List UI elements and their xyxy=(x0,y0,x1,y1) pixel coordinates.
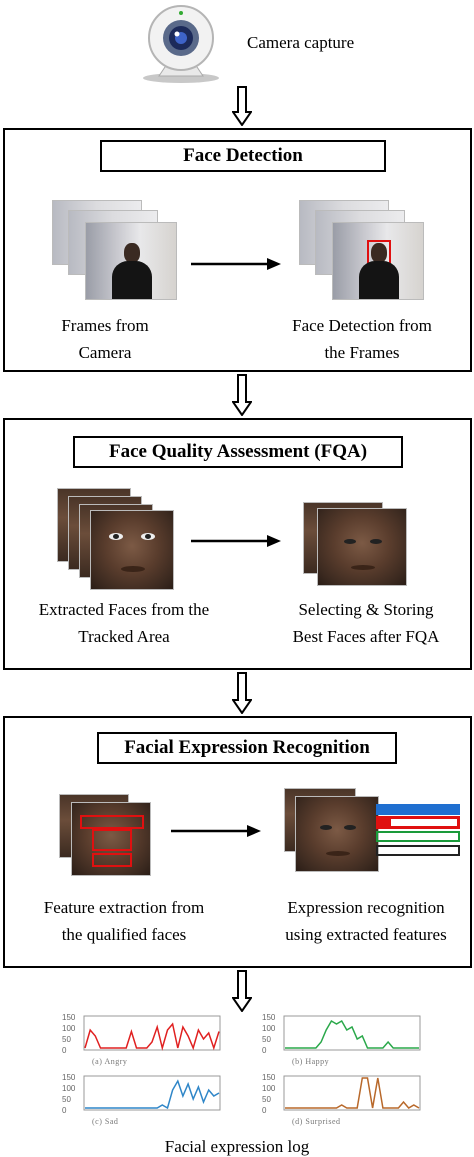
face-detection-title: Face Detection xyxy=(100,140,386,172)
recognition-caption: Expression recognition using extracted f… xyxy=(285,898,447,944)
expression-chart: 150 100 50 0 xyxy=(62,1014,221,1055)
right-arrow-icon xyxy=(191,535,281,547)
y-tick-label: 100 xyxy=(62,1084,76,1093)
expression-chart: 150 100 50 0 xyxy=(62,1074,221,1115)
bar-red xyxy=(376,816,460,829)
y-tick-label: 100 xyxy=(262,1084,276,1093)
y-tick-label: 100 xyxy=(262,1024,276,1033)
bar-black xyxy=(376,845,460,856)
expression-series-line xyxy=(285,1077,420,1109)
face-detection-panel: Face Detection Frames from Camera Face D… xyxy=(3,128,472,372)
expression-series-line xyxy=(285,1019,419,1049)
extracted-caption: Extracted Faces from the Tracked Area xyxy=(38,600,210,646)
feature-caption: Feature extraction from the qualified fa… xyxy=(43,898,205,944)
camera-label: Camera capture xyxy=(247,33,355,52)
expression-chart: 150 100 50 0 xyxy=(262,1014,421,1055)
fqa-title: Face Quality Assessment (FQA) xyxy=(73,436,403,468)
bar-green xyxy=(376,831,460,842)
bar-blue xyxy=(376,804,460,815)
detected-frame-front xyxy=(332,222,424,300)
log-title: Facial expression log xyxy=(164,1137,310,1156)
chart-frame xyxy=(83,1015,221,1051)
expression-series-line xyxy=(85,1079,220,1110)
extracted-face-front xyxy=(90,510,174,590)
best-faces-caption: Selecting & Storing Best Faces after FQA xyxy=(292,600,440,646)
frames-caption: Frames from Camera xyxy=(61,316,149,362)
webcam-icon xyxy=(133,4,229,84)
down-arrow-icon xyxy=(232,374,252,416)
detection-caption: Face Detection from the Frames xyxy=(292,316,432,362)
chart-frame xyxy=(83,1075,221,1111)
y-tick-label: 150 xyxy=(262,1074,276,1082)
expression-series-line xyxy=(84,1022,220,1051)
right-arrow-icon xyxy=(171,825,261,837)
y-tick-label: 50 xyxy=(262,1035,271,1044)
chart-caption: (b) Happy xyxy=(292,1057,330,1066)
y-tick-label: 50 xyxy=(62,1035,71,1044)
camera-frame-front xyxy=(85,222,177,300)
chart-frame xyxy=(283,1075,421,1111)
y-tick-label: 0 xyxy=(62,1106,67,1115)
fqa-panel: Face Quality Assessment (FQA) Extracted … xyxy=(3,418,472,670)
y-tick-label: 0 xyxy=(262,1046,267,1055)
fer-panel: Facial Expression Recognition Feature ex… xyxy=(3,716,472,968)
expression-chart: 150 100 50 0 xyxy=(262,1074,421,1115)
down-arrow-icon xyxy=(232,672,252,714)
y-tick-label: 100 xyxy=(62,1024,76,1033)
y-tick-label: 0 xyxy=(62,1046,67,1055)
y-tick-label: 150 xyxy=(262,1014,276,1022)
chart-caption: (c) Sad xyxy=(92,1117,119,1126)
chart-frame xyxy=(283,1015,421,1051)
chart-caption: (a) Angry xyxy=(92,1057,128,1066)
best-face-front xyxy=(317,508,407,586)
mouth-region-box xyxy=(92,853,132,867)
eye-region-box xyxy=(80,815,144,829)
y-tick-label: 0 xyxy=(262,1106,267,1115)
y-tick-label: 50 xyxy=(62,1095,71,1104)
fer-title: Facial Expression Recognition xyxy=(97,732,397,764)
right-arrow-icon xyxy=(191,258,281,270)
y-tick-label: 150 xyxy=(62,1074,76,1082)
recognition-face-front xyxy=(295,796,379,872)
down-arrow-icon xyxy=(232,86,252,126)
nose-region-box xyxy=(92,829,132,851)
feature-face-front xyxy=(71,802,151,876)
chart-caption: (d) Surprised xyxy=(292,1117,341,1126)
y-tick-label: 150 xyxy=(62,1014,76,1022)
y-tick-label: 50 xyxy=(262,1095,271,1104)
down-arrow-icon xyxy=(232,970,252,1012)
